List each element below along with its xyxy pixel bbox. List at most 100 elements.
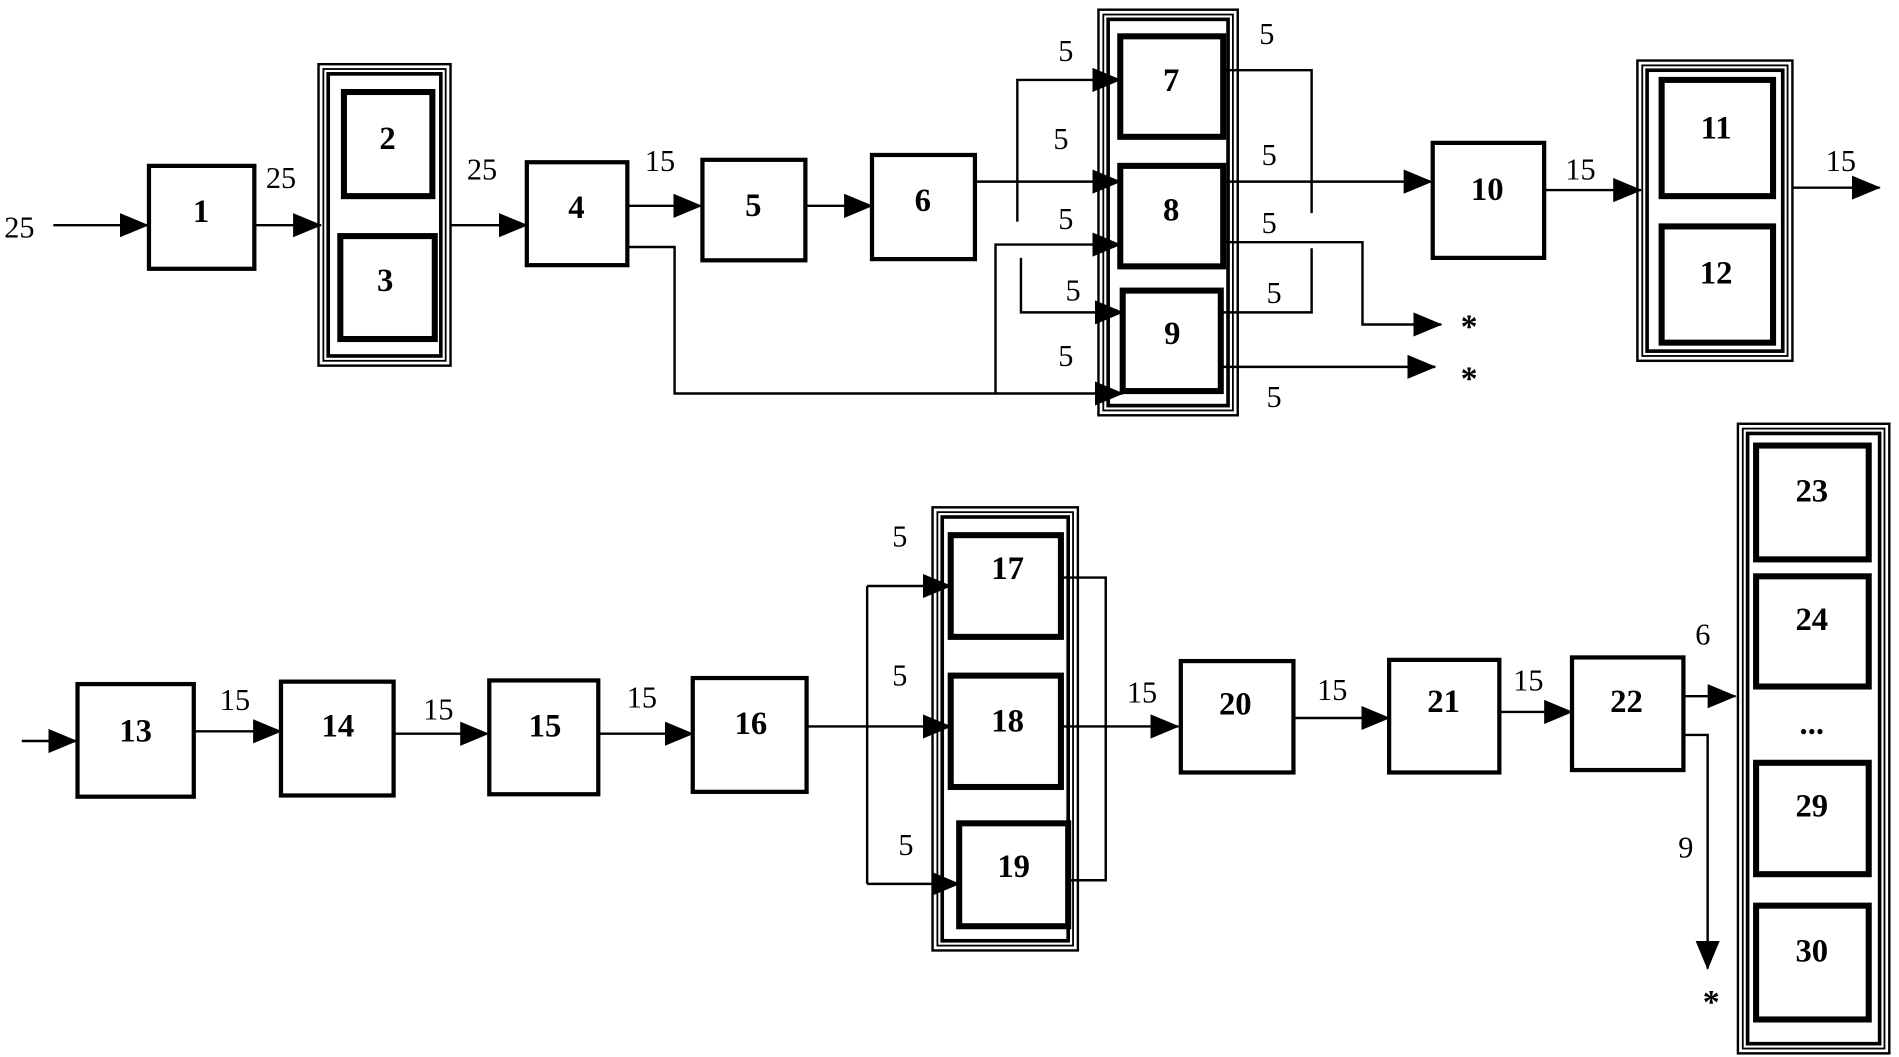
block-1-label: 1: [193, 194, 209, 230]
group-7-8-9-inner-border: [1106, 17, 1230, 408]
stack-ellipsis: ...: [1800, 706, 1825, 742]
flow-label-21-to-22: 15: [1513, 663, 1543, 697]
flow-label-from-9-upper: 5: [1267, 276, 1282, 310]
top-process-row: 25 1 25 2 3 25 4 15 5: [4, 8, 1881, 417]
flow-label-from-9-lower: 5: [1267, 380, 1282, 414]
block-15-label: 15: [529, 708, 562, 744]
flow-label-into-18: 5: [892, 659, 907, 693]
connector-4-to-9-lower: [627, 245, 1124, 406]
block-4-label: 4: [568, 190, 584, 226]
block-3: [337, 233, 438, 343]
connector-22-down-output: [1683, 733, 1720, 970]
block-7: [1117, 33, 1227, 140]
block-12-label: 12: [1700, 256, 1733, 292]
group-23-30-outer-border: [1736, 422, 1891, 1055]
flow-label-22-to-stack: 6: [1695, 617, 1710, 651]
group-11-12-inner-border: [1645, 68, 1785, 353]
block-19-label: 19: [997, 849, 1030, 885]
block-4: [524, 160, 630, 268]
flow-label-from-8-lower: 5: [1262, 206, 1277, 240]
block-13-label: 13: [119, 713, 152, 749]
group-23-30-middle-border: [1741, 427, 1886, 1050]
flow-label-into-7: 5: [1058, 34, 1073, 68]
block-6: [869, 152, 978, 262]
connector-branch-to-8-lower: [994, 232, 1122, 394]
block-11-label: 11: [1701, 110, 1732, 146]
flow-label-6-to-8: 5: [1053, 122, 1068, 156]
block-18-label: 18: [991, 704, 1024, 740]
group-23-30-inner-border: [1745, 431, 1882, 1046]
block-20-label: 20: [1219, 687, 1252, 723]
block-5-label: 5: [745, 188, 761, 224]
block-22-label: 22: [1610, 684, 1643, 720]
group-2-3-inner-border: [326, 72, 443, 358]
block-10-label: 10: [1471, 172, 1504, 208]
group-2-3-middle-border: [322, 68, 447, 362]
group-17-18-19-outer-border: [931, 506, 1080, 952]
group-17-18-19-inner-border: [940, 515, 1071, 943]
flow-label-17-19-to-20: 15: [1127, 676, 1157, 710]
block-21: [1387, 657, 1502, 775]
block-22: [1569, 655, 1686, 773]
block-12: [1658, 223, 1777, 346]
block-17: [947, 532, 1064, 640]
group-7-8-9: 7 8 9: [1097, 8, 1239, 417]
connector-9-upper-output: [1220, 248, 1313, 314]
group-11-12: 11 12: [1636, 59, 1794, 363]
flow-label-into-1: 25: [4, 211, 34, 245]
flow-label-20-to-21: 15: [1317, 673, 1347, 707]
connector-17-19-merge: [1060, 576, 1107, 882]
group-2-3-outer-border: [317, 62, 452, 367]
group-11-12-outer-border: [1636, 59, 1794, 363]
block-8: [1117, 162, 1227, 270]
bottom-process-row: 13 15 14 15 15 15 16 5 5 5 17: [21, 422, 1891, 1055]
block-23-label: 23: [1795, 474, 1828, 510]
block-18: [947, 672, 1064, 791]
block-1: [146, 163, 257, 271]
block-9-label: 9: [1164, 316, 1180, 352]
block-20: [1178, 658, 1296, 775]
block-8-label: 8: [1163, 193, 1179, 229]
block-17-label: 17: [991, 551, 1024, 587]
flow-label-22-down: 9: [1678, 831, 1693, 865]
flow-label-14-to-15: 15: [423, 693, 453, 727]
flow-label-1-to-2-3: 25: [266, 161, 296, 195]
group-11-12-middle-border: [1641, 64, 1789, 357]
block-24: [1753, 573, 1872, 690]
block-14: [278, 679, 396, 798]
block-11: [1658, 76, 1777, 200]
flow-label-15-to-16: 15: [627, 680, 657, 714]
block-19: [956, 820, 1072, 930]
block-14-label: 14: [322, 708, 355, 744]
block-15: [487, 678, 601, 797]
flow-label-into-19: 5: [898, 828, 913, 862]
flow-label-into-17: 5: [892, 519, 907, 553]
block-29-label: 29: [1795, 788, 1828, 824]
group-7-8-9-outer-border: [1097, 8, 1239, 417]
flow-label-into-9-upper: 5: [1065, 274, 1080, 308]
group-2-3: 2 3: [317, 62, 452, 367]
group-7-8-9-middle-border: [1102, 13, 1234, 412]
flow-label-from-11-12: 15: [1826, 144, 1856, 178]
block-5: [700, 157, 808, 263]
flow-label-2-3-to-4: 25: [467, 153, 497, 187]
flow-label-into-8-lower: 5: [1058, 202, 1073, 236]
block-13: [75, 681, 196, 799]
flow-label-4-to-5: 15: [645, 144, 675, 178]
connector-7-output: [1223, 69, 1313, 214]
block-9: [1119, 287, 1224, 395]
block-23: [1753, 442, 1872, 563]
block-2: [340, 88, 436, 200]
block-6-label: 6: [915, 183, 931, 219]
flow-label-8-to-10: 5: [1262, 138, 1277, 172]
group-23-30: 23 24 ... 29 30: [1736, 422, 1891, 1055]
block-16-label: 16: [735, 706, 768, 742]
output-marker-from-8: *: [1461, 308, 1478, 345]
output-marker-from-22: *: [1703, 984, 1720, 1021]
block-10: [1430, 140, 1547, 261]
flow-label-10-to-11-12: 15: [1565, 153, 1595, 187]
flow-label-13-to-14: 15: [220, 683, 250, 717]
block-30-label: 30: [1795, 934, 1828, 970]
connector-8-lower-output: [1223, 240, 1443, 337]
